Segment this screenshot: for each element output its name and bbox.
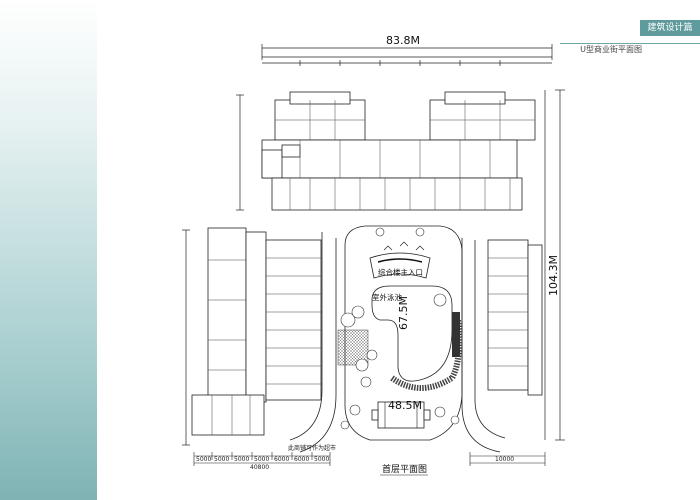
left-gradient-band bbox=[0, 0, 97, 500]
page-header: 建筑设计篇 U型商业街平面图 bbox=[560, 14, 700, 54]
bottom-dim-1: 5000 bbox=[196, 456, 211, 463]
plan-title: 首层平面图 bbox=[382, 463, 427, 475]
bottom-dim-6: 6000 bbox=[294, 456, 309, 463]
bottom-dim-5: 6000 bbox=[274, 456, 289, 463]
bottom-dimension-labels: 5000 5000 5000 5000 6000 6000 5000 40800… bbox=[196, 456, 514, 471]
header-rule bbox=[560, 43, 700, 44]
bottom-total-dim: 40800 bbox=[250, 464, 269, 471]
bottom-dim-7: 5000 bbox=[314, 456, 329, 463]
depth-dimension: 104.3M bbox=[547, 255, 560, 296]
drawing-subtitle: U型商业街平面图 bbox=[580, 45, 642, 54]
bottom-dim-2: 5000 bbox=[214, 456, 229, 463]
bottom-dim-4: 5000 bbox=[254, 456, 269, 463]
main-entrance-label: 综合楼主入口 bbox=[378, 267, 423, 277]
bottom-dim-3: 5000 bbox=[234, 456, 249, 463]
supermarket-note: 此商铺可作为超市 bbox=[288, 444, 336, 452]
gate-dimension: 48.5M bbox=[388, 399, 422, 412]
bottom-right-dim: 10000 bbox=[495, 456, 514, 463]
section-title: 建筑设计篇 bbox=[640, 20, 700, 36]
pool-label: 室外泳池 bbox=[372, 292, 402, 302]
pool-length-dimension: 67.5M bbox=[397, 296, 410, 330]
width-dimension: 83.8M bbox=[386, 34, 420, 47]
